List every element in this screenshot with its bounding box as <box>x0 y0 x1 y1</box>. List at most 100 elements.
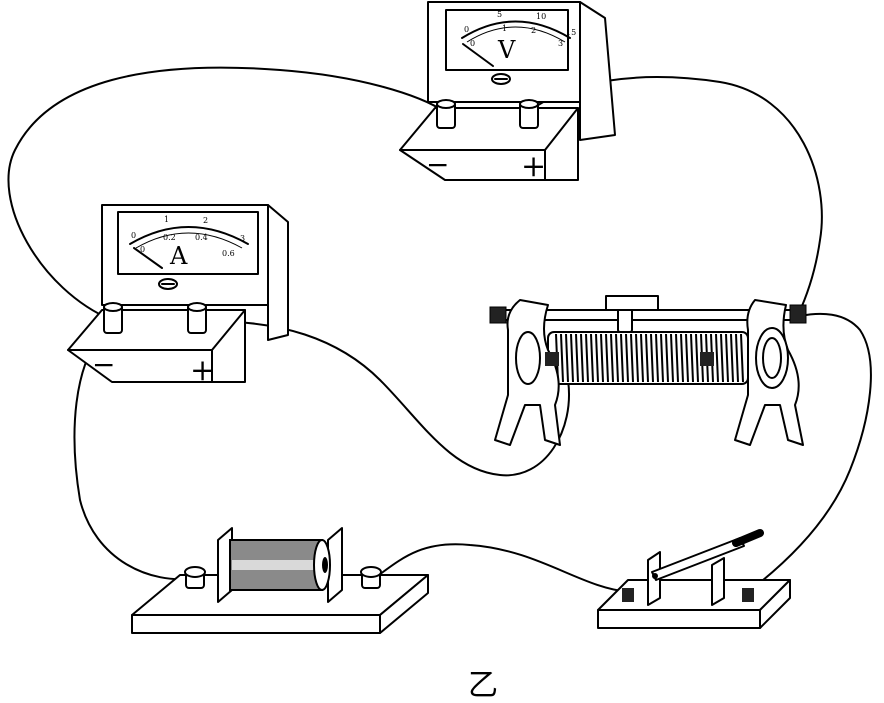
wire-switch-to-rheostat <box>747 312 872 593</box>
ammeter-scale-arc <box>129 226 249 245</box>
battery-terminal-left-top <box>184 566 206 578</box>
voltmeter-tick-bottom-2: 2 <box>531 26 536 35</box>
ammeter-tick-bottom-3: 0.6 <box>222 249 235 258</box>
battery-cell-highlight <box>232 560 322 570</box>
coil-winding <box>580 333 584 383</box>
coil-winding <box>600 333 604 383</box>
rheostat-terminal-bottom-right[interactable] <box>700 352 714 366</box>
coil-winding <box>615 333 619 383</box>
coil-winding <box>695 333 699 383</box>
switch-contact-post <box>711 557 725 606</box>
ammeter-tick-top-2: 2 <box>203 216 208 225</box>
rheostat-rod-end-right[interactable] <box>789 304 807 324</box>
coil-winding <box>640 333 644 383</box>
coil-winding <box>625 333 629 383</box>
ammeter-plus-label: + <box>190 353 215 388</box>
battery-terminal-right-top <box>360 566 382 578</box>
ammeter-tick-top-3: 3 <box>240 234 245 243</box>
voltmeter-terminal-minus-top <box>436 99 456 109</box>
rheostat <box>489 295 807 446</box>
switch-terminal-left[interactable] <box>622 588 634 602</box>
coil-winding <box>595 333 599 383</box>
wire-battery-to-switch <box>371 543 631 593</box>
voltmeter-base-edge-2 <box>544 107 579 151</box>
switch-terminal-right[interactable] <box>742 588 754 602</box>
coil-winding <box>560 333 564 383</box>
ammeter-case-side <box>267 204 289 341</box>
coil-winding <box>675 333 679 383</box>
battery-positive-cap <box>322 557 328 573</box>
ammeter-minus-label: − <box>92 348 115 381</box>
voltmeter-tick-top-2: 10 <box>536 12 546 21</box>
ammeter-dial <box>117 211 259 275</box>
voltmeter-tick-bottom-3: 3 <box>558 39 563 48</box>
voltmeter-plus-label: + <box>521 149 546 184</box>
ammeter-tick-top-0: 0 <box>131 231 136 240</box>
voltmeter-tick-top-3: 15 <box>566 28 576 37</box>
battery-holder <box>131 527 429 634</box>
coil-winding <box>685 333 689 383</box>
ammeter-tick-top-1: 1 <box>164 215 169 224</box>
voltmeter-dial <box>445 9 569 71</box>
coil-winding <box>730 333 734 383</box>
coil-winding <box>610 333 614 383</box>
ammeter-tick-bottom-2: 0.4 <box>195 233 208 242</box>
voltmeter-case-side <box>579 1 616 141</box>
rheostat-right-end-hole <box>762 337 782 379</box>
rheostat-terminal-bottom-left[interactable] <box>545 352 559 366</box>
switch-pivot <box>652 573 658 579</box>
coil-winding <box>620 333 624 383</box>
coil-winding <box>715 333 719 383</box>
coil-winding <box>725 333 729 383</box>
ammeter: A 0 1 2 3 0 0.2 0.4 0.6 − + <box>67 204 289 388</box>
coil-winding <box>670 333 674 383</box>
coil-winding <box>740 333 744 383</box>
coil-winding <box>590 333 594 383</box>
wire-ammeter-minus-to-battery <box>73 321 196 581</box>
rheostat-slider[interactable] <box>605 295 659 311</box>
switch-blade-handle[interactable] <box>732 529 764 547</box>
rheostat-rod-end-left[interactable] <box>489 306 507 324</box>
voltmeter-tick-top-0: 0 <box>464 25 469 34</box>
coil-winding <box>690 333 694 383</box>
coil-winding <box>605 333 609 383</box>
switch-base-front <box>597 609 761 629</box>
coil-winding <box>655 333 659 383</box>
rheostat-coil-windings <box>555 333 744 383</box>
voltmeter-tick-bottom-0: 0 <box>470 39 475 48</box>
coil-winding <box>570 333 574 383</box>
switch-base-side <box>759 579 791 629</box>
voltmeter-symbol: V <box>497 36 516 64</box>
wire-ammeter-minus-to-voltmeter-minus <box>7 66 446 321</box>
voltmeter-tick-bottom-1: 1 <box>502 24 507 33</box>
coil-winding <box>565 333 569 383</box>
voltmeter-scale-arc <box>461 20 571 39</box>
coil-winding <box>720 333 724 383</box>
voltmeter-minus-label: − <box>426 148 449 181</box>
voltmeter: V 0 5 10 15 0 1 2 3 − + <box>399 1 616 184</box>
switch-blade[interactable] <box>651 537 745 581</box>
ammeter-base-edge-2 <box>211 309 246 351</box>
coil-winding <box>660 333 664 383</box>
figure-caption: 乙 <box>468 668 498 703</box>
ammeter-tick-bottom-1: 0.2 <box>163 233 176 242</box>
battery-base-front <box>131 614 381 634</box>
ammeter-terminal-plus-top <box>187 302 207 312</box>
coil-winding <box>630 333 634 383</box>
coil-winding <box>680 333 684 383</box>
voltmeter-terminal-plus-top <box>519 99 539 109</box>
coil-winding <box>585 333 589 383</box>
coil-winding <box>645 333 649 383</box>
ammeter-needle <box>133 247 163 269</box>
voltmeter-needle <box>462 43 494 67</box>
coil-winding <box>665 333 669 383</box>
ammeter-terminal-minus-top <box>103 302 123 312</box>
ammeter-symbol: A <box>169 242 188 270</box>
coil-winding <box>735 333 739 383</box>
ammeter-scale-arc-inner <box>135 232 243 249</box>
wire-ammeter-plus-to-rheostat <box>197 320 570 477</box>
ammeter-tick-bottom-0: 0 <box>140 245 145 254</box>
coil-winding <box>650 333 654 383</box>
voltmeter-scale-arc-inner <box>466 26 566 43</box>
